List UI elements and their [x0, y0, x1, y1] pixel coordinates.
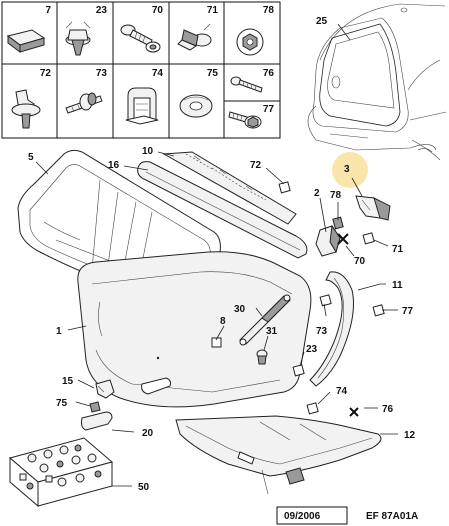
- legend-num-70: 70: [152, 5, 164, 16]
- callout-11: 11: [392, 280, 403, 291]
- legend-num-76: 76: [263, 68, 275, 79]
- callout-20: 20: [142, 428, 154, 439]
- kit-contents: [19, 444, 102, 490]
- tree-clip-icon: [11, 89, 41, 129]
- legend-cell-73: 73: [65, 68, 108, 114]
- legend-num-7: 7: [45, 5, 51, 16]
- footer-date: 09/2006: [284, 511, 321, 522]
- callout-74: 74: [336, 386, 348, 397]
- legend-num-71: 71: [207, 5, 219, 16]
- plastic-rivet-icon: [177, 23, 212, 51]
- gas-strut: [239, 294, 291, 346]
- hinge-bracket: [315, 216, 349, 257]
- legend-num-77: 77: [263, 104, 275, 115]
- side-trim: [309, 271, 354, 387]
- callout-73: 73: [316, 326, 328, 337]
- legend-num-78: 78: [263, 5, 275, 16]
- legend-cell-78: 78: [236, 5, 275, 56]
- callout-70: 70: [354, 256, 366, 267]
- callout-5: 5: [28, 152, 34, 163]
- upper-trim: [162, 151, 297, 225]
- screw-icon: [230, 76, 263, 93]
- car-rear-view: [307, 3, 447, 188]
- tailgate-bolt: [256, 349, 268, 365]
- callout-8: 8: [220, 316, 226, 327]
- spoiler: [137, 161, 308, 259]
- latch-bracket: [355, 195, 391, 221]
- spring-clip-icon: [125, 87, 159, 125]
- callout-12: 12: [404, 430, 416, 441]
- leader-lines: [35, 23, 398, 487]
- legend-grid: [1, 1, 281, 139]
- legend-num-23: 23: [96, 5, 108, 16]
- legend-cell-70: 70: [120, 5, 164, 53]
- callout-3: 3: [344, 164, 350, 175]
- callout-71: 71: [392, 244, 404, 255]
- legend-cell-74: 74: [125, 68, 164, 125]
- push-clip-icon: [65, 21, 91, 56]
- callout-72: 72: [250, 160, 262, 171]
- callout-77: 77: [402, 306, 414, 317]
- stud-clip-icon: [65, 92, 103, 114]
- callout-2: 2: [314, 188, 320, 199]
- screw-with-washer-icon: [120, 24, 161, 53]
- legend-num-75: 75: [207, 68, 219, 79]
- callouts: 25 3 5 16 10 72 2 78 71 70 1 8 30 31 73 …: [28, 16, 416, 493]
- callout-50: 50: [138, 482, 150, 493]
- callout-1: 1: [56, 326, 62, 337]
- flange-bolt-icon: [228, 111, 262, 129]
- bumper-block-icon: [6, 29, 46, 53]
- grommet-icon: [179, 94, 213, 118]
- legend-cell-75: 75: [179, 68, 219, 118]
- scattered-fasteners: [211, 181, 385, 417]
- legend-num-72: 72: [40, 68, 52, 79]
- lower-trim: [175, 415, 382, 495]
- callout-15: 15: [62, 376, 74, 387]
- callout-25: 25: [316, 16, 328, 27]
- callout-16: 16: [108, 160, 120, 171]
- legend-cell-77: 77: [228, 104, 275, 129]
- callout-10: 10: [142, 146, 154, 157]
- legend-cell-23: 23: [65, 5, 108, 56]
- hex-nut-clip-icon: [236, 28, 264, 56]
- legend-cell-76: 76: [230, 68, 275, 93]
- callout-30: 30: [234, 304, 246, 315]
- legend-cell-71: 71: [177, 5, 219, 51]
- callout-76: 76: [382, 404, 394, 415]
- callout-78: 78: [330, 190, 342, 201]
- tailgate-handle: [81, 379, 115, 431]
- legend-num-73: 73: [96, 68, 108, 79]
- footer: 09/2006 EF 87A01A: [276, 506, 418, 525]
- fastener-kit: [8, 437, 114, 508]
- callout-23: 23: [306, 344, 318, 355]
- legend-cell-72: 72: [11, 68, 52, 129]
- legend-num-74: 74: [152, 68, 164, 79]
- tailgate-panel: [77, 251, 312, 408]
- highlight-marker: [332, 152, 368, 188]
- callout-75: 75: [56, 398, 68, 409]
- footer-code: EF 87A01A: [366, 511, 418, 522]
- legend-cell-7: 7: [6, 5, 51, 53]
- callout-31: 31: [266, 326, 278, 337]
